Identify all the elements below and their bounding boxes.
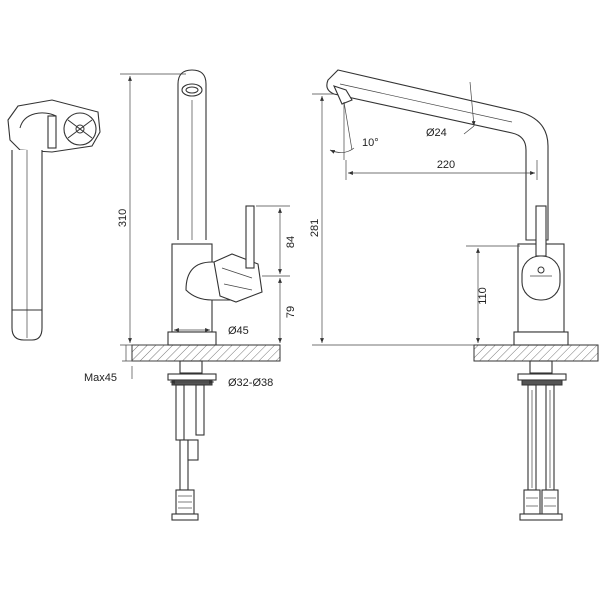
dim-lever-height: 84 <box>285 236 297 248</box>
dim-lever-to-base: 79 <box>285 306 297 318</box>
dim-max-counter-thickness: Max45 <box>84 372 117 384</box>
dim-body-diameter: Ø45 <box>228 325 249 337</box>
top-view <box>7 99 101 341</box>
dim-total-height: 310 <box>117 209 129 227</box>
front-view <box>326 69 599 521</box>
side-view <box>131 69 281 521</box>
side-view-dimensions: 310 84 79 Ø45 Max45 Ø32-Ø38 <box>84 73 297 389</box>
dim-lever-axis-height: 110 <box>477 287 489 305</box>
dim-spout-diameter: Ø24 <box>426 127 447 139</box>
dim-hole-diameter: Ø32-Ø38 <box>228 377 273 389</box>
countertop <box>131 344 281 362</box>
dim-spout-tilt: 10° <box>362 137 379 149</box>
dim-spout-height: 281 <box>309 219 321 237</box>
dim-spout-reach: 220 <box>437 159 455 171</box>
countertop-front <box>473 344 599 362</box>
front-view-dimensions: 281 10° Ø24 220 110 <box>309 81 538 346</box>
